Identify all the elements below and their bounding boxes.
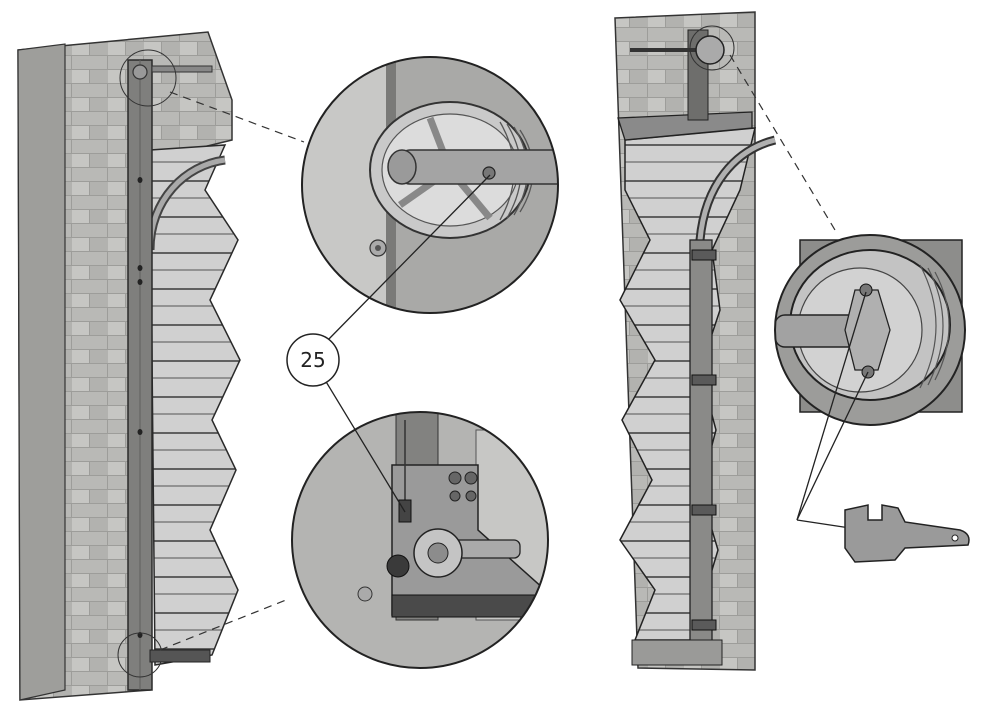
wrench-icon xyxy=(844,504,970,563)
callout-bubble xyxy=(286,333,340,387)
left-door-panels xyxy=(149,144,241,666)
bottom-zoom-detail xyxy=(291,411,549,669)
left-wall-assembly xyxy=(17,31,241,701)
right-wall-assembly xyxy=(614,11,777,671)
left-top-detail-marker xyxy=(119,49,177,107)
top-zoom-frame xyxy=(301,56,559,314)
top-zoom-detail xyxy=(301,56,559,314)
left-leader-lines xyxy=(159,91,305,651)
right-zoom-detail xyxy=(774,234,966,426)
left-wall-side xyxy=(17,43,66,701)
right-top-detail-marker xyxy=(689,25,735,71)
right-zoom-frame xyxy=(774,234,966,426)
callout-leader-bottom xyxy=(324,379,406,513)
right-leader-line xyxy=(729,54,836,231)
left-rail-holes xyxy=(137,177,143,638)
callout-number: 25 xyxy=(300,348,325,372)
wrench-leader-lines xyxy=(796,291,869,529)
callout-leader-top xyxy=(324,174,491,344)
callout-25: 25 xyxy=(286,174,491,513)
bottom-zoom-frame xyxy=(291,411,549,669)
right-vertical-rail xyxy=(689,239,713,661)
